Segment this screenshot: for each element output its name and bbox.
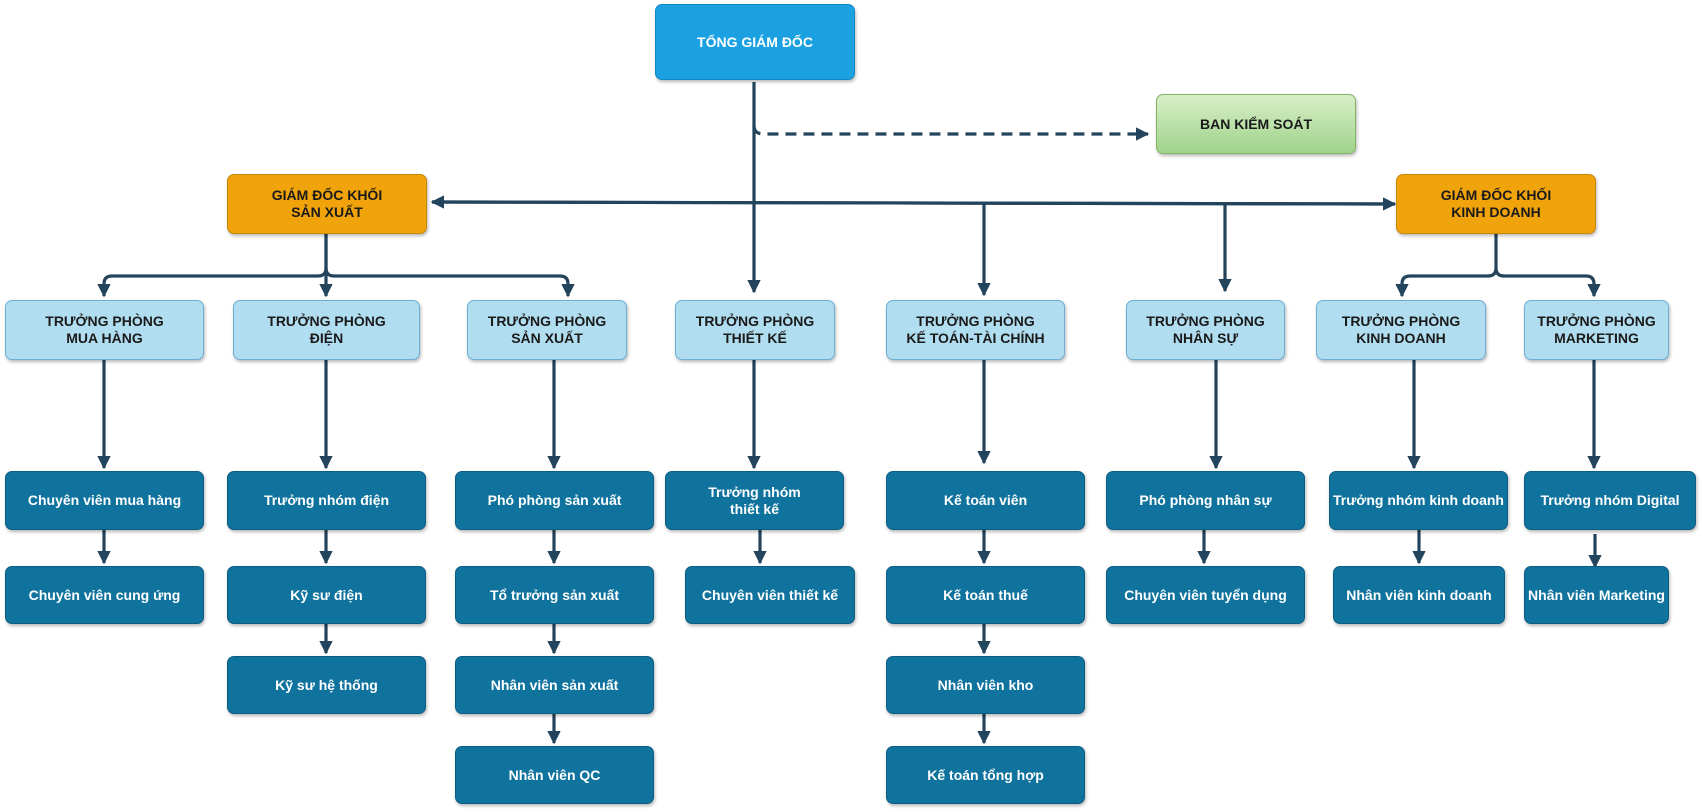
staff-box: Chuyên viên mua hàng [5, 471, 204, 530]
staff-box: Trưởng nhóm kinh doanh [1329, 471, 1508, 530]
staff-box: Kỹ sư điện [227, 566, 426, 624]
staff-box: Nhân viên Marketing [1524, 566, 1669, 624]
head-hr: TRƯỞNG PHÒNG NHÂN SỰ [1126, 300, 1285, 360]
business-director-box: GIÁM ĐỐC KHỐI KINH DOANH [1396, 174, 1596, 234]
staff-box: Kế toán thuế [886, 566, 1085, 624]
staff-box: Kế toán tổng hợp [886, 746, 1085, 804]
connector-ceo-to-control-board [752, 125, 1150, 141]
staff-box: Nhân viên kho [886, 656, 1085, 714]
head-sales: TRƯỞNG PHÒNG KINH DOANH [1316, 300, 1486, 360]
control-board-box: BAN KIỂM SOÁT [1156, 94, 1356, 154]
connector-business-to-marketing [1494, 267, 1601, 298]
staff-box: Phó phòng sản xuất [455, 471, 654, 530]
connector-production-bus [324, 234, 575, 298]
staff-box: Kỹ sư hệ thống [227, 656, 426, 714]
head-marketing: TRƯỞNG PHÒNG MARKETING [1524, 300, 1669, 360]
staff-box: Chuyên viên thiết kế [685, 566, 855, 624]
connector-business-to-sales [1395, 234, 1498, 298]
connector-production-to-purchasing [97, 267, 328, 298]
staff-box: Phó phòng nhân sự [1106, 471, 1305, 530]
staff-box: Nhân viên sản xuất [455, 656, 654, 714]
head-design: TRƯỞNG PHÒNG THIẾT KẾ [675, 300, 835, 360]
head-purchasing: TRƯỞNG PHÒNG MUA HÀNG [5, 300, 204, 360]
staff-box: Kế toán viên [886, 471, 1085, 530]
head-production: TRƯỞNG PHÒNG SẢN XUẤT [467, 300, 627, 360]
head-accounting: TRƯỞNG PHÒNG KẾ TOÁN-TÀI CHÍNH [886, 300, 1065, 360]
staff-box: Nhân viên kinh doanh [1333, 566, 1505, 624]
ceo-box: TỔNG GIÁM ĐỐC [655, 4, 855, 80]
staff-box: Trưởng nhóm Digital [1524, 471, 1696, 530]
staff-box: Trưởng nhóm điện [227, 471, 426, 530]
production-director-box: GIÁM ĐỐC KHỐI SẢN XUẤT [227, 174, 427, 234]
staff-box: Nhân viên QC [455, 746, 654, 804]
staff-box: Chuyên viên tuyển dụng [1106, 566, 1305, 624]
staff-box: Trưởng nhóm thiết kế [665, 471, 844, 530]
staff-box: Tổ trưởng sản xuất [455, 566, 654, 624]
connector-to-business-director [431, 197, 1397, 211]
staff-box: Chuyên viên cung ứng [5, 566, 204, 624]
head-electrical: TRƯỞNG PHÒNG ĐIỆN [233, 300, 420, 360]
